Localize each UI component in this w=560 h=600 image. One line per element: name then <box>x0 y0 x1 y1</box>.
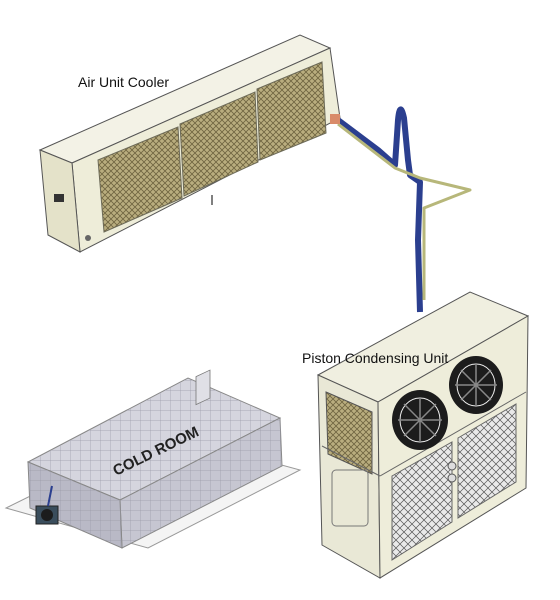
suction-pipe <box>336 106 423 313</box>
label-air-unit-cooler: Air Unit Cooler <box>78 74 169 90</box>
cold-room <box>4 369 302 549</box>
liquid-pipe <box>337 122 472 300</box>
fan-icon <box>449 356 503 414</box>
label-piston-condensing-unit: Piston Condensing Unit <box>302 350 448 366</box>
air-unit-cooler <box>38 34 341 253</box>
drain-icon <box>85 235 91 241</box>
coil-section-3 <box>256 61 327 161</box>
refrigerant-pipes <box>330 106 472 313</box>
coil-section-2 <box>179 91 259 197</box>
piston-condensing-unit <box>316 291 530 579</box>
valve-icon <box>330 114 340 124</box>
coil-section-1 <box>97 126 183 233</box>
fan-icon <box>392 390 448 450</box>
nameplate-icon <box>54 194 64 202</box>
